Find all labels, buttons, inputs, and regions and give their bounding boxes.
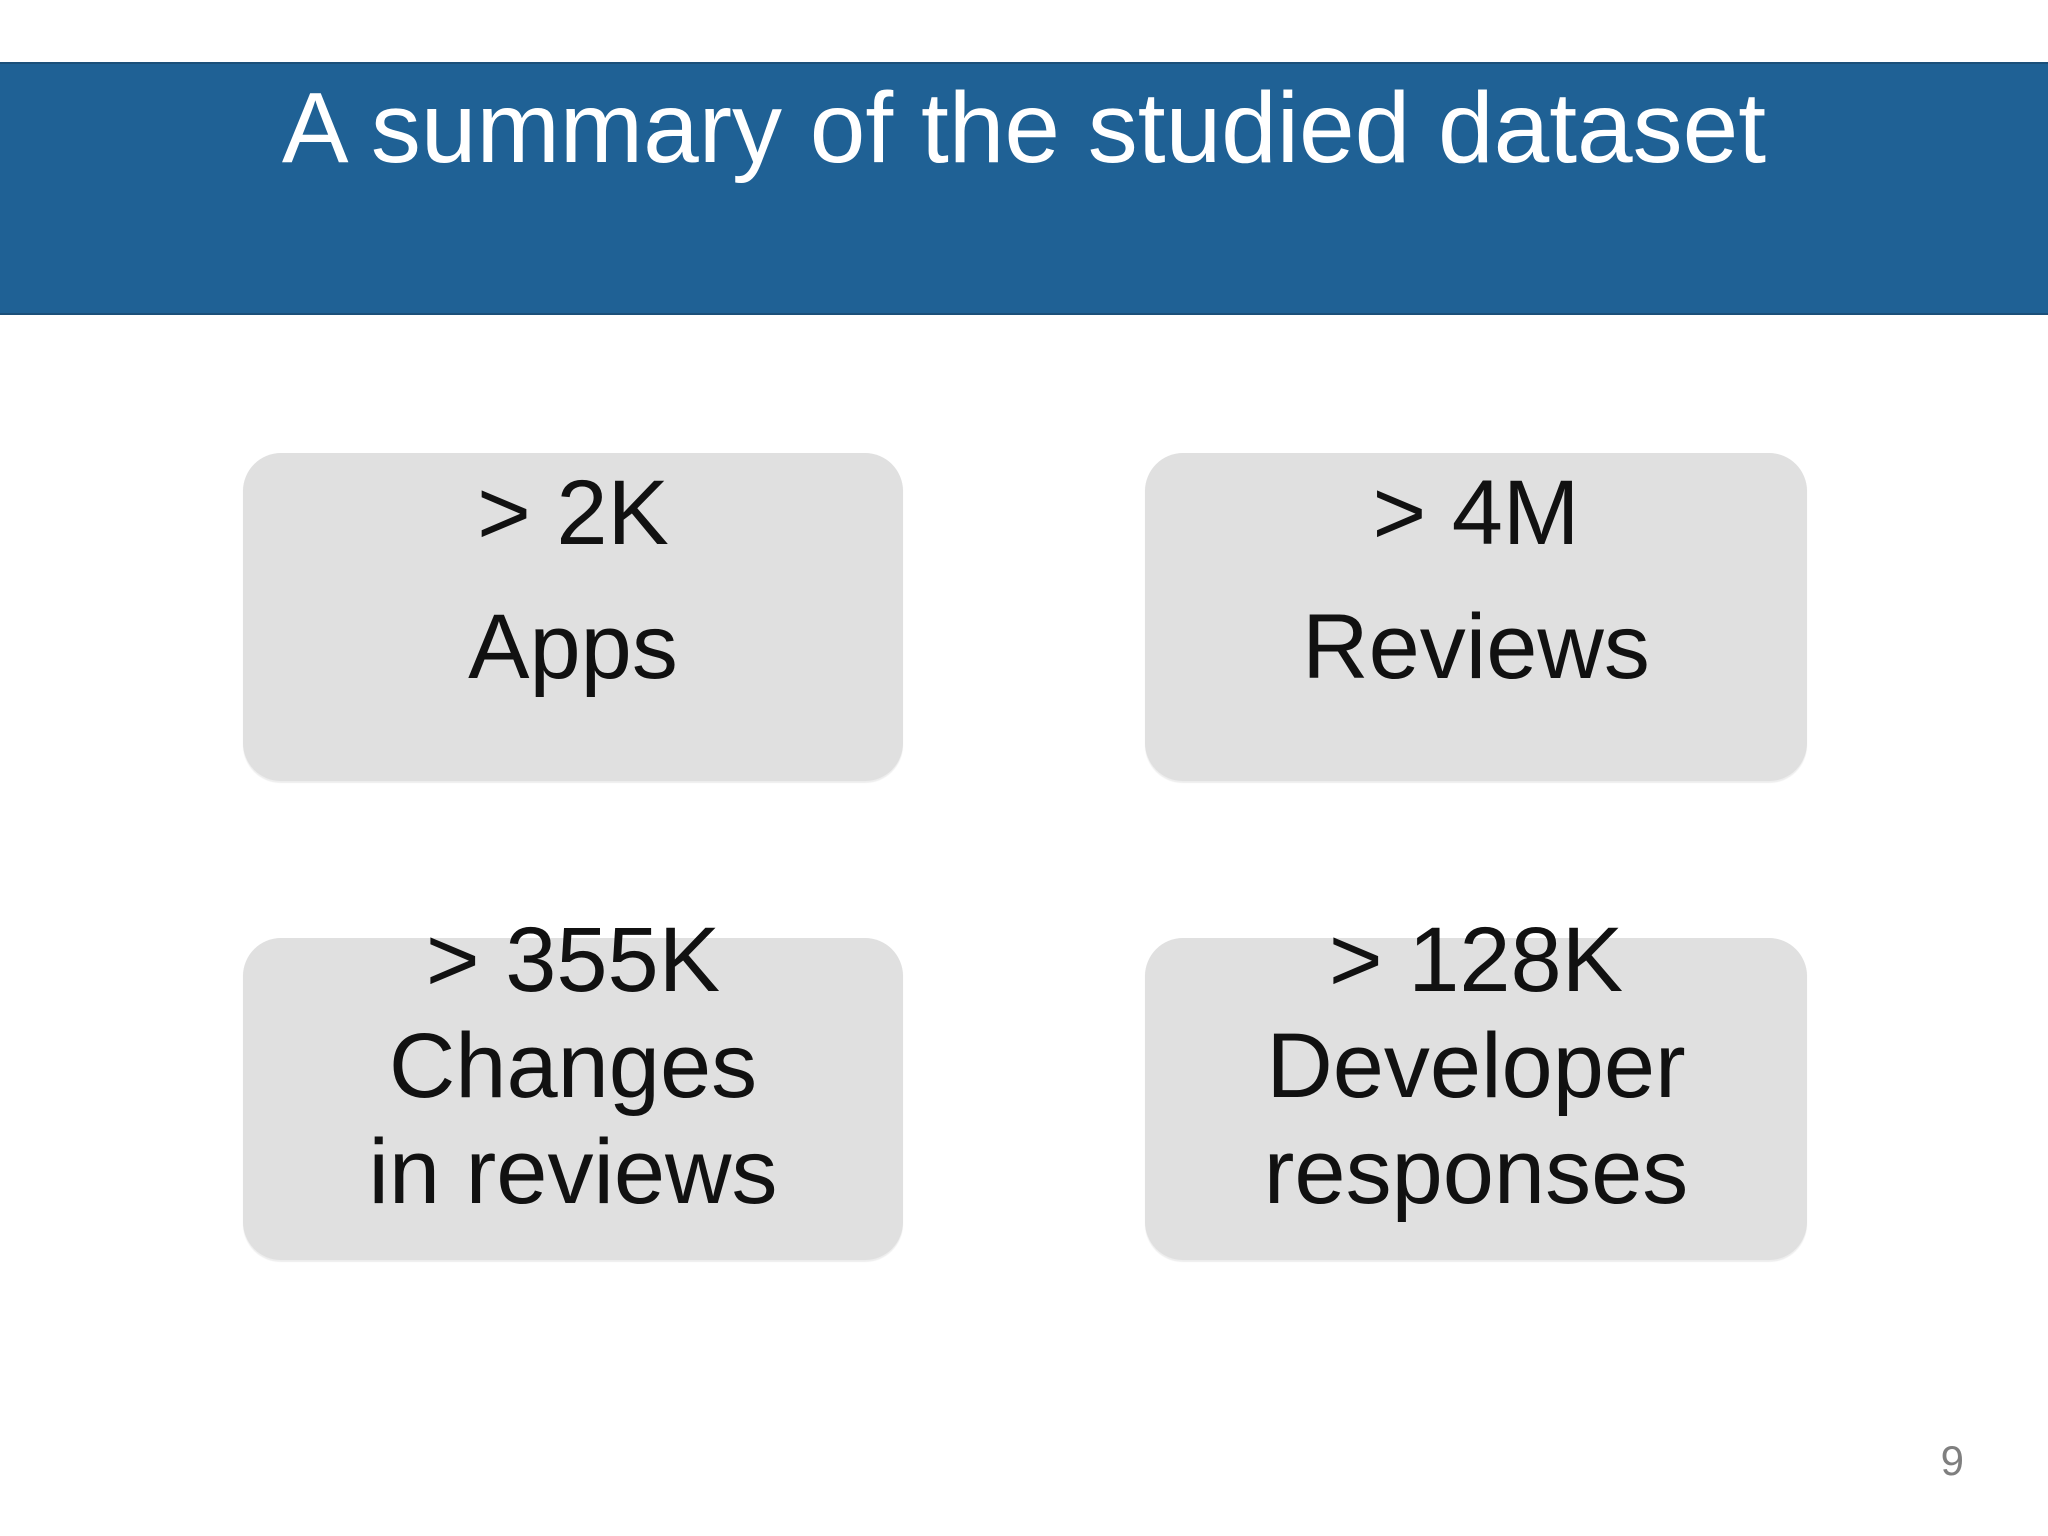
stat-box-developer-responses: > 128K Developer responses xyxy=(1145,909,1807,1260)
stat-value: > 355K xyxy=(425,909,721,1011)
stat-label: Reviews xyxy=(1302,595,1650,698)
stat-label-line-2: in reviews xyxy=(368,1120,778,1223)
stat-box-reviews: > 4M Reviews xyxy=(1145,453,1807,781)
stat-box-review-changes: > 355K Changes in reviews xyxy=(243,909,903,1260)
stat-box-apps: > 2K Apps xyxy=(243,453,903,781)
stat-label: Apps xyxy=(468,595,678,698)
stat-label: Changes xyxy=(388,1014,758,1117)
slide-title: A summary of the studied dataset xyxy=(281,72,1767,184)
page-number: 9 xyxy=(1940,1437,1964,1484)
stat-value: > 4M xyxy=(1372,462,1580,564)
stat-value: > 2K xyxy=(477,462,669,564)
slide-title-bar: A summary of the studied dataset xyxy=(0,62,2048,315)
stat-value: > 128K xyxy=(1328,909,1624,1011)
stat-label-line-2: responses xyxy=(1263,1120,1689,1223)
stat-label: Developer xyxy=(1266,1014,1686,1117)
